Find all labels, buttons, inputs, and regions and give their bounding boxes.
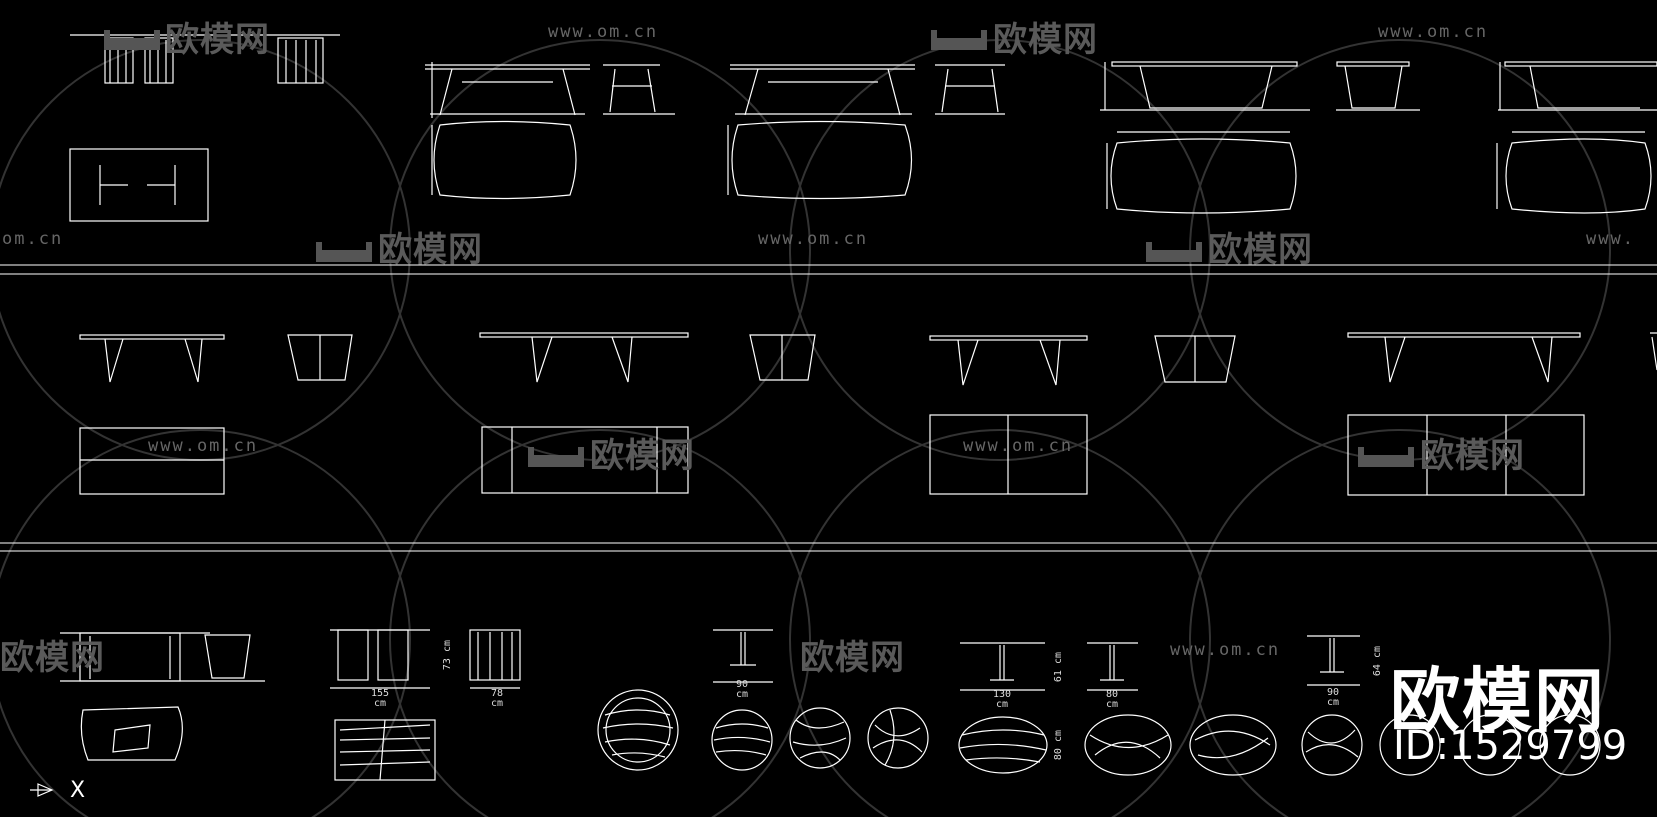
marble-top-round-3[interactable] <box>789 707 851 769</box>
dimension-height-61: 61 cm <box>1053 652 1064 683</box>
watermark-brand: 欧模网 <box>590 436 695 476</box>
desk-elevation-1[interactable] <box>79 334 353 383</box>
watermark-brand: 欧模网 <box>165 20 270 60</box>
watermark-brand: 欧模网 <box>1208 230 1313 270</box>
watermark-url: www.om.cn <box>548 22 659 42</box>
watermark-brand-cut: 欧模网 <box>0 638 105 678</box>
brand-id-text: ID:1529799 <box>1393 723 1628 769</box>
table-elevation-4[interactable] <box>1100 61 1420 111</box>
desk-elevation-4[interactable] <box>1347 332 1657 383</box>
watermark-url: www.om.cn <box>1170 640 1281 660</box>
watermark-brand: 欧模网 <box>800 638 905 678</box>
desk-elevation-2[interactable] <box>479 332 816 383</box>
table-plan-4[interactable] <box>1106 131 1297 214</box>
watermark-url-edge: om.cn <box>2 229 64 249</box>
table-elevation-5[interactable] <box>1498 61 1657 111</box>
watermark-brand: 欧模网 <box>378 230 483 270</box>
row-separators <box>0 264 1657 552</box>
desk-plan-2[interactable] <box>481 426 689 494</box>
marble-top-round-1[interactable] <box>597 689 679 771</box>
watermark-sofa-icons <box>104 30 1414 467</box>
desk-plan-3[interactable] <box>929 414 1088 495</box>
side-table-elevation-1[interactable] <box>960 642 1138 691</box>
table-plan-5[interactable] <box>1496 131 1652 214</box>
watermark-brand: 欧模网 <box>993 20 1098 60</box>
watermark-url: www.om.cn <box>758 229 869 249</box>
watermark-url-cut: www. <box>1586 229 1635 249</box>
table-elevation-2[interactable] <box>425 62 675 118</box>
brand-logo-text: 欧模网 <box>1390 660 1606 742</box>
marble-top-oval-2[interactable] <box>1084 714 1172 776</box>
dimension-depth-80-vertical: 80 cm <box>1053 730 1064 761</box>
marble-top-round-4[interactable] <box>867 707 929 769</box>
side-table-elevation-2[interactable] <box>1307 635 1360 686</box>
table-plan-1[interactable] <box>69 148 209 222</box>
watermark-circles <box>0 39 1611 817</box>
console-plan-1[interactable] <box>80 706 183 761</box>
watermark-url: www.om.cn <box>148 436 259 456</box>
watermark-url: www.om.cn <box>1378 22 1489 42</box>
desk-elevation-3[interactable] <box>929 335 1236 386</box>
marble-top-round-2[interactable] <box>711 709 773 771</box>
round-table-elevation-1[interactable] <box>713 629 773 683</box>
console-elevation-1[interactable] <box>60 632 265 682</box>
ucs-x-label: X <box>70 778 86 803</box>
dimension-height-64: 64 cm <box>1372 646 1383 677</box>
chair-plan-1[interactable] <box>334 719 436 781</box>
marble-top-oval-3[interactable] <box>1189 714 1277 776</box>
watermark-brand: 欧模网 <box>1420 436 1525 476</box>
table-plan-2[interactable] <box>431 120 577 200</box>
desk-plan-1[interactable] <box>79 427 225 495</box>
marble-top-oval-1[interactable] <box>958 716 1048 774</box>
desk-plan-4[interactable] <box>1347 414 1585 496</box>
marble-top-round-5[interactable] <box>1301 714 1363 776</box>
table-plan-3[interactable] <box>727 120 913 200</box>
marble-top-round-6[interactable] <box>1379 714 1601 776</box>
watermark-url: www.om.cn <box>963 436 1074 456</box>
table-elevation-3[interactable] <box>730 64 1005 116</box>
ucs-axis-icon <box>30 783 54 797</box>
chair-elevation-1[interactable] <box>330 629 521 689</box>
dimension-height-73: 73 cm <box>442 640 453 671</box>
